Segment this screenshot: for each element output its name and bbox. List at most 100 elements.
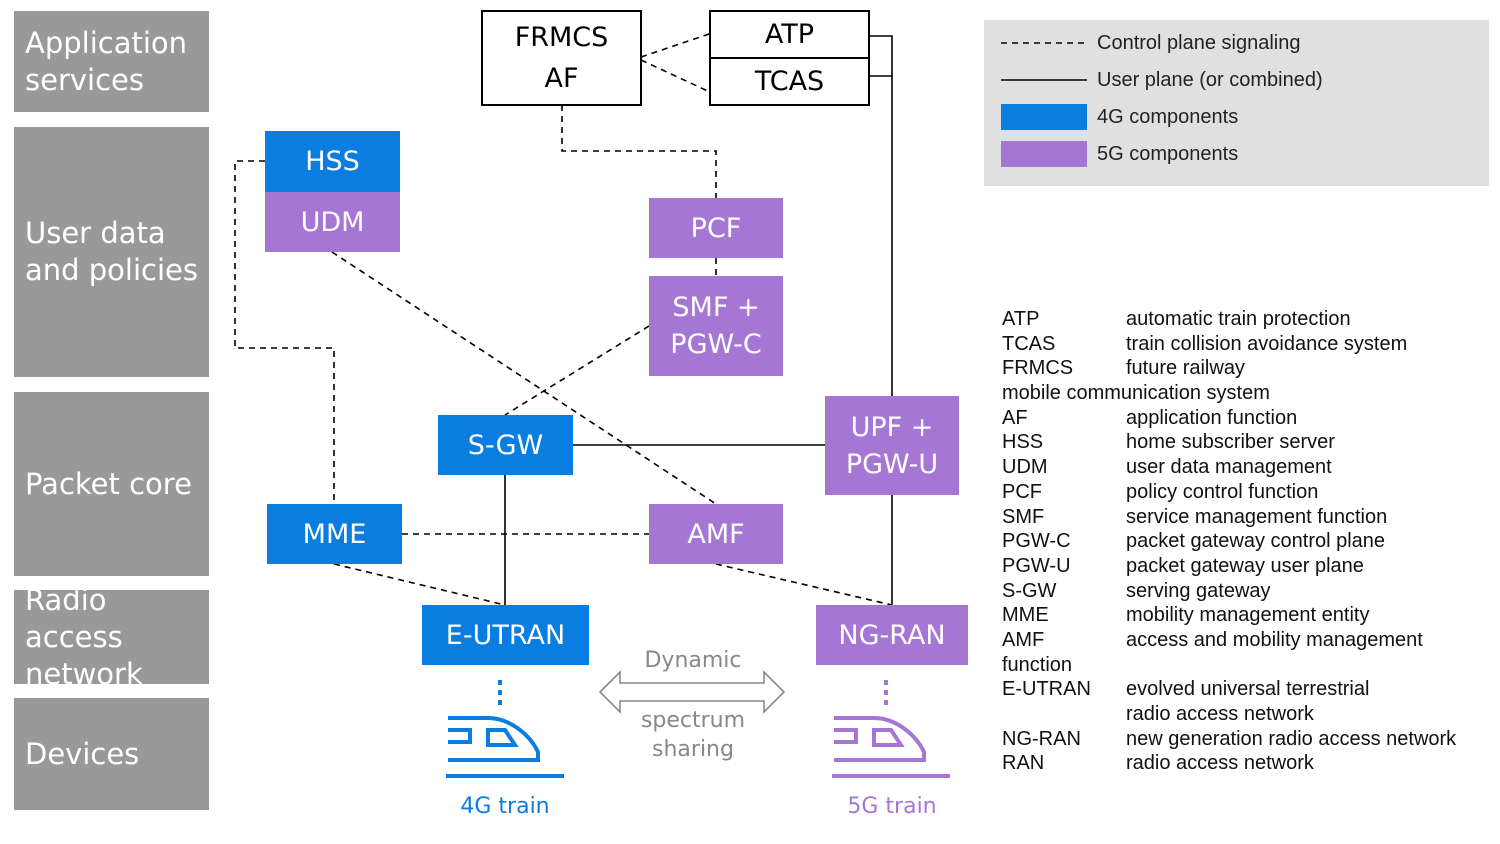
swatch-4g xyxy=(1001,104,1087,130)
node-atp: ATP xyxy=(709,10,870,59)
abbreviation-term: RAN xyxy=(1002,752,1045,775)
abbreviation-term: function xyxy=(1002,653,1073,676)
abbreviation-definition: radio access network xyxy=(1126,752,1314,775)
layer-label-line: User data xyxy=(25,216,166,250)
layer-packet-core: Packet core xyxy=(14,392,209,576)
node-label: PGW-C xyxy=(670,329,762,360)
layer-label-line: Application xyxy=(25,25,188,60)
abbreviation-term: mobile communication system xyxy=(1002,382,1270,405)
solid-line-icon xyxy=(1001,79,1087,81)
layer-label-line: and policies xyxy=(25,253,198,287)
abbreviation-definition: user data management xyxy=(1126,456,1332,479)
abbreviation-definition: service management function xyxy=(1126,505,1388,528)
train-4g-icon xyxy=(446,716,564,778)
abbreviation-term: S-GW xyxy=(1002,579,1057,602)
abbreviation-term: PGW-U xyxy=(1002,554,1071,577)
abbreviation-term: AMF xyxy=(1002,628,1045,651)
legend-label: Control plane signaling xyxy=(1097,32,1301,54)
layer-label-line: network xyxy=(25,656,143,691)
node-label: MME xyxy=(302,518,367,550)
layer-label-line: services xyxy=(25,62,144,97)
legend: Control plane signaling User plane (or c… xyxy=(984,20,1489,186)
abbreviation-row: mobile communication system xyxy=(1002,381,1492,406)
abbreviation-term: FRMCS xyxy=(1002,357,1074,380)
node-smf-pgw-c: SMF + PGW-C xyxy=(649,276,783,376)
abbreviation-term: PCF xyxy=(1002,480,1042,503)
abbreviation-definition: mobility management entity xyxy=(1126,604,1370,627)
abbreviation-term: E-UTRAN xyxy=(1002,678,1091,701)
caption-5g-train: 5G train xyxy=(847,794,937,819)
dss-double-arrow xyxy=(598,670,786,714)
abbreviation-definition: packet gateway control plane xyxy=(1126,530,1386,553)
abbreviation-term: ATP xyxy=(1002,308,1040,330)
node-mme: MME xyxy=(267,504,402,564)
node-label: HSS xyxy=(305,146,360,177)
dss-text: sharing xyxy=(652,737,734,762)
legend-control-plane: Control plane signaling xyxy=(984,28,1489,58)
dss-text: spectrum xyxy=(640,708,746,733)
abbreviation-term: HSS xyxy=(1002,431,1044,454)
node-udm: UDM xyxy=(265,192,400,252)
legend-user-plane: User plane (or combined) xyxy=(984,65,1489,95)
caption-4g-train: 4G train xyxy=(460,794,550,819)
link-hss-mme xyxy=(234,160,335,504)
link-atp-upf xyxy=(868,35,893,396)
node-label: ATP xyxy=(764,19,815,50)
abbreviation-row: HSS home subscriber server xyxy=(1002,430,1492,455)
abbreviation-definition: access and mobility management xyxy=(1126,628,1423,651)
dashed-line-icon xyxy=(1001,42,1087,44)
node-ng-ran: NG-RAN xyxy=(816,605,968,665)
link-smf-sgw xyxy=(504,325,650,416)
layer-label-line: Packet core xyxy=(25,466,192,501)
abbreviation-row: FRMCS future railway xyxy=(1002,356,1492,381)
node-label: AF xyxy=(544,63,579,94)
abbreviation-definition: application function xyxy=(1126,406,1298,429)
abbreviation-term: SMF xyxy=(1002,505,1045,528)
abbreviation-definition: packet gateway user plane xyxy=(1126,554,1364,577)
abbreviation-definition: future railway xyxy=(1126,357,1245,380)
legend-label: 4G components xyxy=(1097,106,1239,128)
node-tcas: TCAS xyxy=(709,57,870,106)
link-af-tcas xyxy=(640,59,713,94)
node-label: UPF + xyxy=(850,411,934,443)
abbreviation-term: PGW-C xyxy=(1002,530,1071,553)
legend-5g: 5G components xyxy=(984,139,1489,169)
link-af-atp xyxy=(640,32,713,58)
abbreviation-row: AMF access and mobility management xyxy=(1002,628,1492,653)
node-label: S-GW xyxy=(467,429,544,461)
dss-label-bottom: spectrum sharing xyxy=(598,706,788,764)
legend-label: 5G components xyxy=(1097,143,1239,165)
node-frmcs-af: FRMCS AF xyxy=(481,10,642,106)
abbreviation-term: NG-RAN xyxy=(1002,727,1081,750)
abbreviation-definition: serving gateway xyxy=(1126,579,1271,602)
abbreviation-definition: train collision avoidance system xyxy=(1126,332,1408,355)
node-s-gw: S-GW xyxy=(438,415,573,475)
node-label: FRMCS xyxy=(514,22,609,53)
abbreviation-term: UDM xyxy=(1002,456,1048,479)
node-label: NG-RAN xyxy=(838,619,946,651)
node-label: TCAS xyxy=(754,66,825,97)
link-amf-ngran xyxy=(715,563,893,606)
node-upf-pgw-u: UPF + PGW-U xyxy=(825,396,959,495)
layer-label-line: Radio access xyxy=(25,582,123,654)
abbreviation-definition: radio access network xyxy=(1126,703,1314,725)
node-label: UDM xyxy=(300,206,365,238)
node-label: PCF xyxy=(690,212,742,244)
abbreviation-row: PGW-C packet gateway control plane xyxy=(1002,529,1492,554)
layer-label-line: Devices xyxy=(25,736,140,771)
abbreviation-row: radio access network xyxy=(1002,702,1492,727)
node-e-utran: E-UTRAN xyxy=(422,605,589,665)
abbreviation-definition: home subscriber server xyxy=(1126,431,1335,454)
node-label: AMF xyxy=(687,518,745,550)
abbreviation-term: MME xyxy=(1002,604,1049,627)
